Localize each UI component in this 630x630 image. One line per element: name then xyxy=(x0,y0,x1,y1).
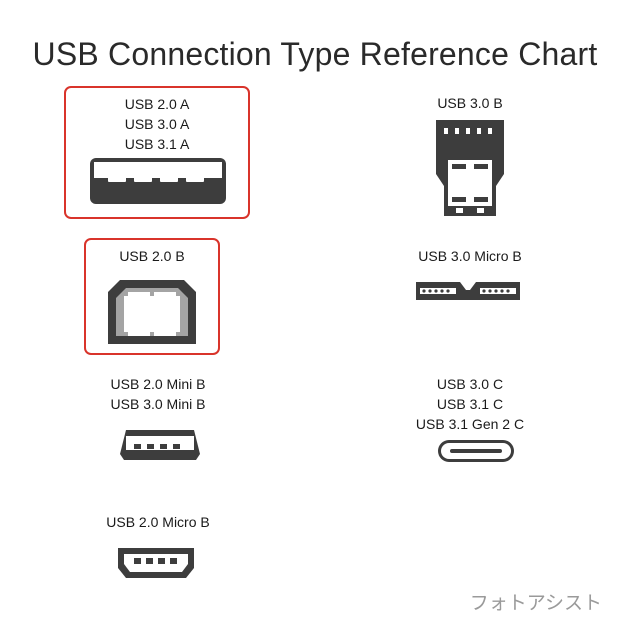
connector-label: USB 3.1 Gen 2 C xyxy=(415,416,525,432)
connector-label: USB 3.0 Micro B xyxy=(418,248,522,264)
highlight-box-usb2-b xyxy=(84,238,220,355)
label-group-micro-b: USB 2.0 Micro B xyxy=(78,512,238,532)
label-group-usb3-b: USB 3.0 B xyxy=(380,93,560,113)
connector-label: USB 2.0 Micro B xyxy=(106,514,210,530)
connector-label: USB 3.0 B xyxy=(437,95,503,111)
connector-label: USB 3.0 C xyxy=(436,376,504,392)
connector-label: USB 2.0 A xyxy=(124,96,190,112)
usb-type-c-port-icon xyxy=(438,440,514,462)
usb-type-a-port-icon xyxy=(90,158,226,204)
chart-title: USB Connection Type Reference Chart xyxy=(32,36,598,72)
connector-label: USB 3.0 Mini B xyxy=(110,396,206,412)
usb-2-type-b-port-icon xyxy=(108,280,196,344)
highlight-box-usb-a xyxy=(64,86,250,219)
usb-3-micro-b-port-icon xyxy=(416,282,520,300)
connector-label: USB 3.0 A xyxy=(124,116,190,132)
label-group-usb-c: USB 3.0 C USB 3.1 C USB 3.1 Gen 2 C xyxy=(380,374,560,434)
connector-label: USB 3.1 C xyxy=(436,396,504,412)
label-group-usb3-micro-b: USB 3.0 Micro B xyxy=(380,246,560,266)
label-group-usb2-b: USB 2.0 B xyxy=(84,246,220,266)
usb-3-type-b-port-icon xyxy=(436,120,504,216)
watermark-text: フォトアシスト xyxy=(469,592,602,614)
label-group-usb-a: USB 2.0 A USB 3.0 A USB 3.1 A xyxy=(64,94,250,154)
connector-label: USB 2.0 B xyxy=(119,248,185,264)
usb-mini-b-port-icon xyxy=(120,430,200,460)
connector-label: USB 2.0 Mini B xyxy=(110,376,206,392)
usb-2-micro-b-port-icon xyxy=(118,548,194,578)
label-group-mini-b: USB 2.0 Mini B USB 3.0 Mini B xyxy=(78,374,238,414)
connector-label: USB 3.1 A xyxy=(124,136,190,152)
